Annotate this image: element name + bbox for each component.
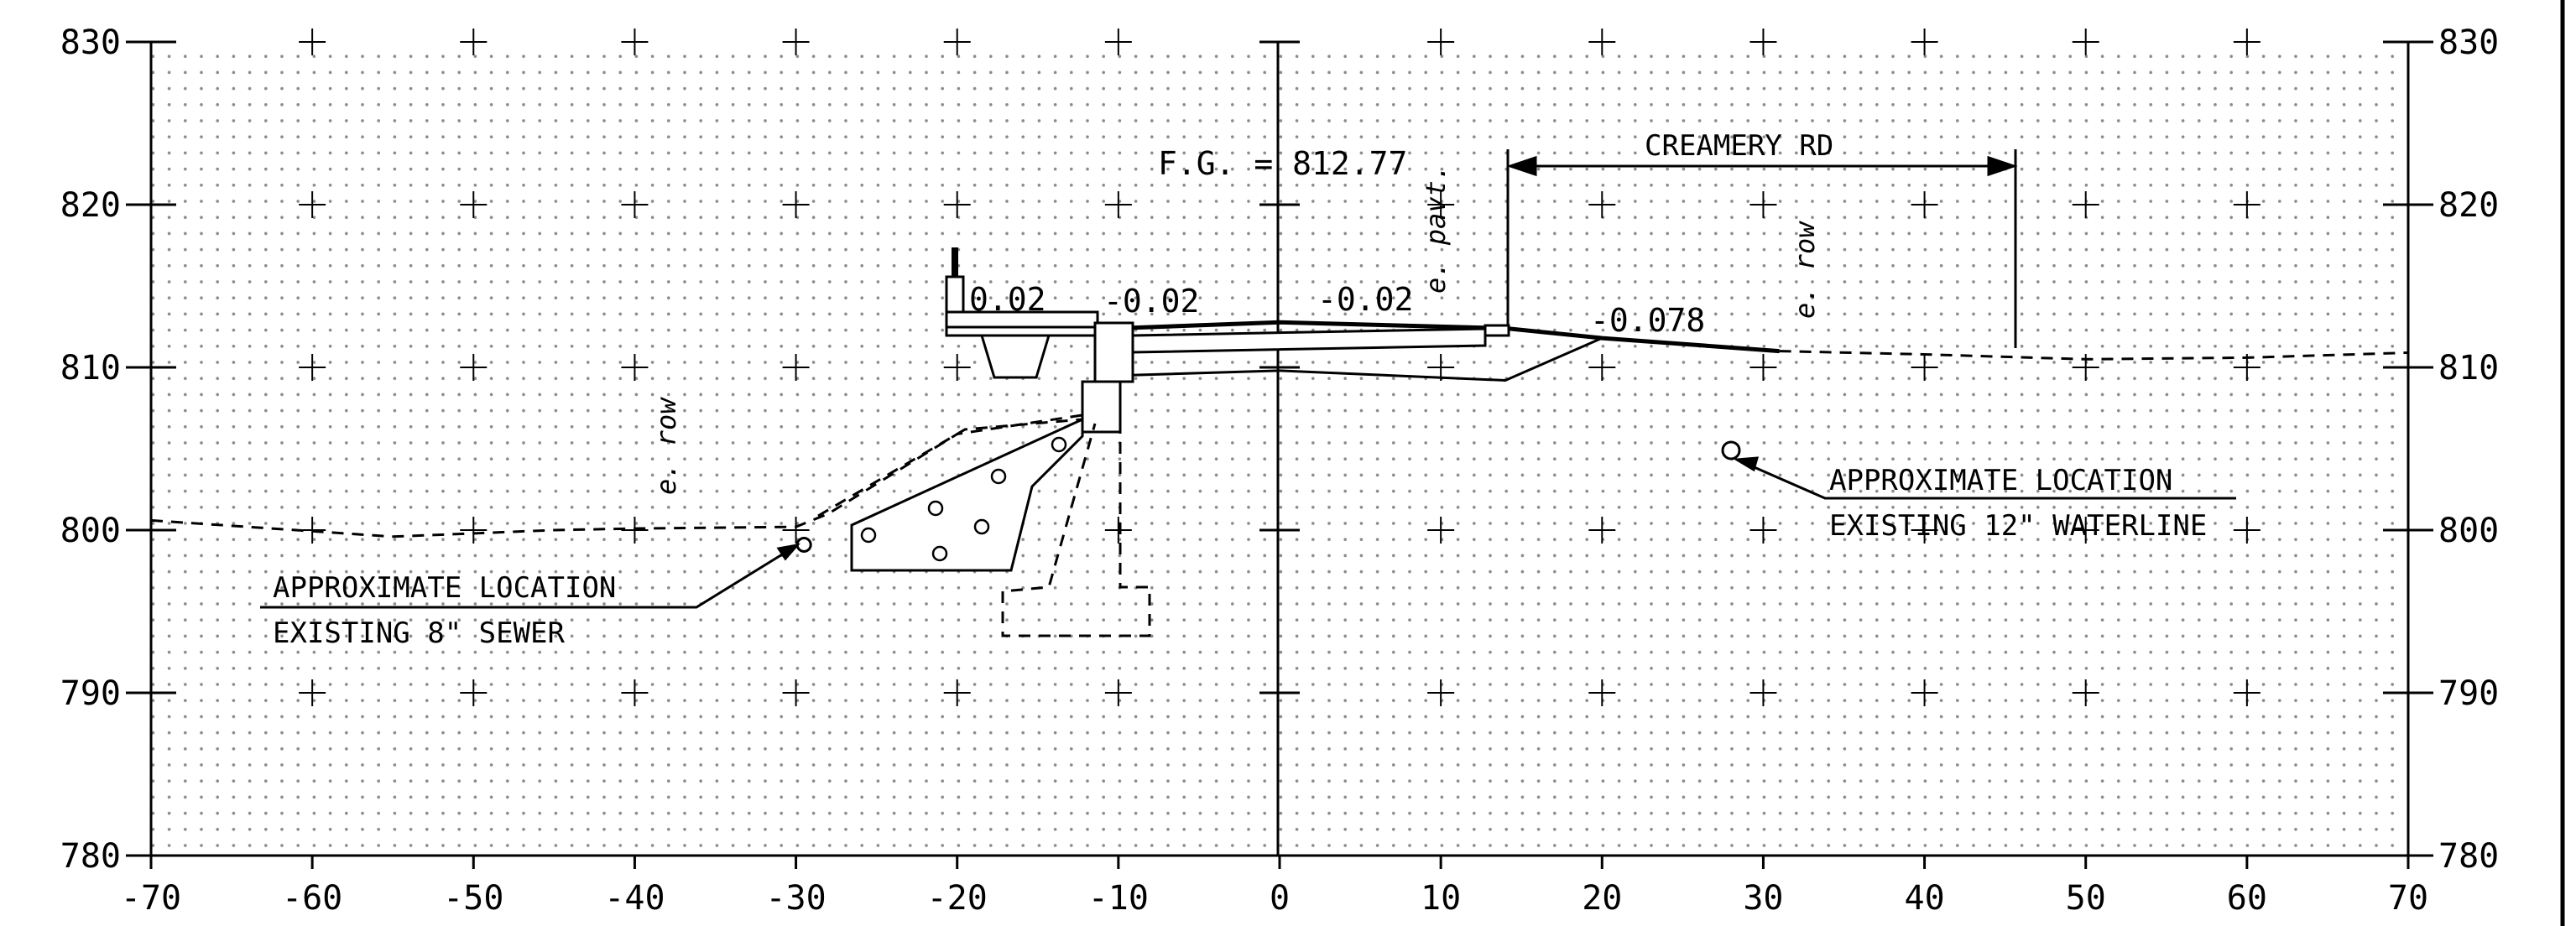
girder — [979, 334, 1051, 379]
water-label-line2: EXISTING 12" WATERLINE — [1829, 509, 2207, 543]
y-tick-label-left: 790 — [60, 674, 121, 713]
x-tick-label: -20 — [927, 879, 988, 918]
footing-dashed — [1001, 382, 1151, 637]
riprap-stone — [1051, 436, 1067, 453]
water-label-line1: APPROXIMATE LOCATION — [1829, 464, 2172, 497]
x-tick-label: -40 — [604, 879, 665, 918]
y-tick-label-right: 790 — [2438, 674, 2499, 713]
y-tick-label-right: 830 — [2438, 23, 2499, 62]
epavt-label: e. pavt. — [1420, 164, 1452, 294]
axis-ticks — [126, 40, 2433, 869]
y-tick-label-left: 810 — [60, 349, 121, 388]
sewer-label-line2: EXISTING 8" SEWER — [273, 616, 566, 650]
x-tick-label: -30 — [765, 879, 826, 918]
existing-road-dashed — [817, 418, 1083, 518]
finish-grade-label: F.G. = 812.77 — [1158, 145, 1407, 182]
y-tick-label-left: 800 — [60, 512, 121, 550]
sewer-pipe-icon — [795, 536, 812, 553]
y-tick-label-right: 810 — [2438, 349, 2499, 388]
x-tick-label: -70 — [121, 879, 181, 918]
abutment-cap — [1081, 380, 1122, 434]
x-tick-label: 60 — [2227, 879, 2267, 918]
x-tick-label: 10 — [1421, 879, 1461, 918]
bridge-structure — [817, 247, 1510, 637]
erow-right-label: e. row — [1789, 221, 1821, 319]
pavement-edge — [1484, 324, 1510, 337]
y-tick-label-right: 800 — [2438, 512, 2499, 550]
riprap-stone — [860, 527, 877, 544]
x-tick-label: 50 — [2066, 879, 2106, 918]
x-tick-label: 30 — [1743, 879, 1783, 918]
waterline-pipe-icon — [1721, 440, 1741, 460]
slope-label-1: 0.02 — [969, 281, 1046, 318]
x-tick-label: 70 — [2388, 879, 2428, 918]
riprap-stone — [927, 500, 944, 517]
erow-left-label: e. row — [650, 397, 682, 495]
x-tick-label: 0 — [1270, 879, 1290, 918]
y-tick-label-right: 820 — [2438, 186, 2499, 225]
x-tick-label: 20 — [1582, 879, 1622, 918]
riprap-stone — [973, 518, 990, 535]
riprap-stone — [990, 468, 1007, 485]
creamery-rd-label: CREAMERY RD — [1645, 129, 1833, 163]
slope-label-4: -0.078 — [1590, 302, 1705, 339]
riprap-stone — [931, 545, 948, 562]
x-tick-label: -60 — [282, 879, 342, 918]
existing-ground-profile — [150, 408, 1119, 538]
sewer-arrow — [776, 543, 800, 561]
creamery-dimension — [1506, 149, 2018, 348]
water-arrow — [1733, 456, 1760, 472]
x-tick-label: -10 — [1088, 879, 1149, 918]
axis-tick-labels: -70 -60 -50 -40 -30 -20 -10 0 10 20 30 40 50 60 70 780 7… — [60, 23, 2500, 918]
slope-label-2: -0.02 — [1103, 283, 1199, 320]
arrow-left — [1506, 155, 1537, 177]
leader-lines — [260, 456, 2236, 609]
dot-grid — [151, 42, 2408, 856]
y-tick-label-left: 820 — [60, 186, 121, 225]
abutment-stem — [1093, 321, 1134, 383]
y-tick-label-right: 780 — [2438, 837, 2499, 876]
x-tick-label: -50 — [443, 879, 503, 918]
x-tick-label: 40 — [1904, 879, 1944, 918]
slope-label-3: -0.02 — [1317, 281, 1413, 318]
sewer-label-line1: APPROXIMATE LOCATION — [273, 571, 616, 605]
arrow-right — [1987, 155, 2018, 177]
subgrade-profile — [1118, 336, 1603, 382]
riprap-stones — [860, 436, 1067, 562]
approach-slab — [1131, 327, 1487, 354]
y-tick-label-left: 830 — [60, 23, 121, 62]
existing-ground-profile-right — [1779, 350, 2409, 361]
y-tick-label-left: 780 — [60, 837, 121, 876]
